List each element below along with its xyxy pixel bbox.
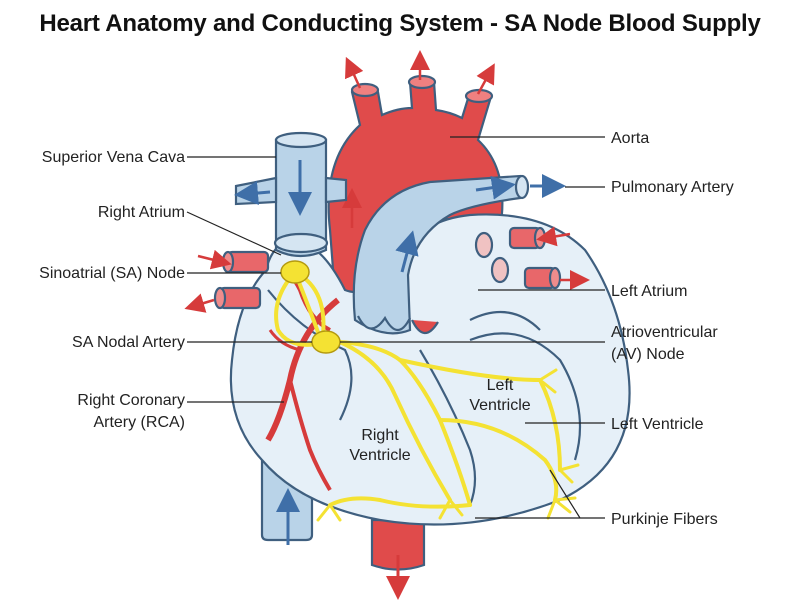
left-ventricle-inner-label-line2: Ventricle	[469, 397, 530, 414]
left-pulmonary-vein-lower-arrow	[184, 293, 215, 313]
label-left-atrium: Left Atrium	[611, 283, 687, 300]
aorta-branch-1-opening	[350, 82, 380, 98]
label-rca-line1: Right Coronary	[77, 392, 185, 409]
label-aorta: Aorta	[611, 130, 649, 147]
left-atrium-inner-wall	[469, 310, 541, 331]
aorta-branch-arrow-3	[476, 63, 495, 95]
right-atrium-opening	[273, 232, 329, 254]
svc-side-branch	[234, 176, 278, 206]
label-right-atrium: Right Atrium	[98, 204, 185, 221]
descending-aorta	[370, 518, 426, 571]
right-ventricle-label-line2: Ventricle	[349, 447, 410, 464]
pulmonary-trunk-arrow	[395, 230, 419, 273]
left-ventricle-inner-wall	[469, 332, 582, 461]
rca-branch	[288, 379, 332, 492]
pulmonary-vein-lower-opening	[548, 266, 562, 290]
label-left-ventricle: Left Ventricle	[611, 416, 704, 433]
right-atrium-inner-wall	[267, 289, 353, 421]
interventricular-septum	[419, 349, 477, 506]
av-node	[311, 330, 341, 354]
conduction-system	[274, 270, 562, 509]
label-rca-line2: Artery (RCA)	[93, 414, 185, 431]
pulmonary-vein-upper-arrow	[536, 226, 571, 247]
left-ventricle-inner-label-line1: Left	[487, 377, 514, 394]
leader-right-atrium	[186, 211, 282, 256]
pulmonary-artery-opening	[514, 174, 530, 200]
aorta-branch-arrow-1	[345, 56, 364, 89]
left-atrium-vein-opening-1	[474, 231, 494, 259]
svc-right-branch	[324, 176, 348, 204]
leader-purkinje-fibers	[475, 469, 605, 519]
label-sa-nodal-artery: SA Nodal Artery	[72, 334, 185, 351]
right-ventricle-label-line1: Right	[361, 427, 399, 444]
label-av-node-line2: (AV) Node	[611, 346, 685, 363]
left-pulmonary-vein-upper-arrow	[197, 249, 232, 270]
aorta-branch-2-opening	[407, 74, 437, 90]
svc-side-arrow	[234, 181, 271, 205]
aortic-valve	[411, 319, 439, 335]
left-pulmonary-vein-lower-opening	[213, 286, 227, 310]
label-av-node-line1: Atrioventricular	[611, 324, 718, 341]
purkinje-fibers	[316, 368, 580, 522]
pulmonary-trunk	[352, 174, 522, 335]
pulmonary-valve	[357, 315, 411, 332]
label-superior-vena-cava: Superior Vena Cava	[42, 149, 185, 166]
label-pulmonary-artery: Pulmonary Artery	[611, 179, 734, 196]
diagram-title: Heart Anatomy and Conducting System - SA…	[39, 10, 761, 37]
sa-node	[280, 260, 310, 284]
left-atrium-vein-opening-2	[490, 256, 510, 284]
pulmonary-vein-upper-opening	[533, 226, 547, 250]
left-pulmonary-vein-upper-opening	[221, 250, 235, 274]
right-coronary-artery	[265, 297, 340, 442]
svc-opening	[274, 131, 328, 149]
label-purkinje-fibers: Purkinje Fibers	[611, 511, 718, 528]
pulmonary-artery-arrow-1	[475, 175, 516, 200]
label-sa-node: Sinoatrial (SA) Node	[39, 265, 185, 282]
